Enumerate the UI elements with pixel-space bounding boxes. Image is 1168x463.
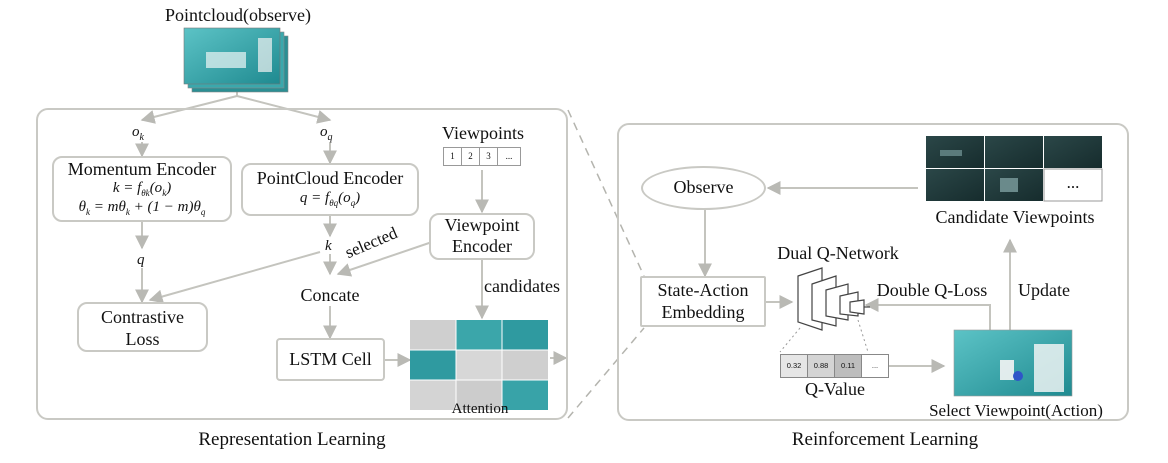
update-label: Update — [1018, 280, 1070, 300]
viewpoint-cells: 1 2 3 ... — [443, 147, 521, 166]
contrastive-line2: Loss — [125, 329, 160, 349]
momentum-equation-1: k = fθk(ok) — [112, 180, 172, 198]
concate-label: Concate — [300, 285, 360, 305]
attention-grid — [410, 320, 548, 410]
viewpoint-encoder-box — [429, 213, 535, 260]
momentum-encoder-title: Momentum Encoder — [67, 159, 217, 179]
viewpoint-cell: 1 — [444, 148, 462, 165]
dual-q-network-label: Dual Q-Network — [777, 243, 899, 263]
state-action-line1: State-Action — [657, 280, 749, 300]
candidate-grid — [926, 136, 1103, 202]
contrastive-line1: Contrastive — [101, 307, 184, 327]
k-label: k — [325, 238, 332, 254]
oq-label: oq — [320, 124, 333, 143]
attention-label: Attention — [451, 401, 509, 417]
double-q-loss-label: Double Q-Loss — [876, 280, 988, 300]
dual-q-network-shape — [797, 267, 870, 331]
momentum-encoder-box — [52, 156, 232, 222]
q-value-cell: 0.11 — [835, 355, 862, 377]
lstm-cell-label: LSTM Cell — [289, 349, 372, 369]
candidate-more: ... — [1066, 173, 1080, 192]
viewpoints-title: Viewpoints — [442, 123, 524, 143]
reinforcement-learning-caption: Reinforcement Learning — [791, 429, 979, 450]
representation-learning-panel — [36, 108, 568, 420]
candidate-viewpoints-label: Candidate Viewpoints — [935, 207, 1095, 227]
state-action-embedding-box — [640, 276, 766, 327]
ok-label: ok — [132, 124, 144, 143]
viewpoint-cell: 2 — [462, 148, 480, 165]
pointcloud-label: Pointcloud(observe) — [165, 5, 311, 25]
pointcloud-image-stack — [183, 27, 289, 93]
select-viewpoint-label: Select Viewpoint(Action) — [929, 401, 1103, 420]
q-value-cells: 0.32 0.88 0.11 ... — [780, 354, 889, 378]
observe-ellipse — [641, 166, 766, 210]
q-value-cell: 0.88 — [808, 355, 835, 377]
contrastive-loss-box — [77, 302, 208, 352]
lstm-cell-box — [276, 338, 385, 381]
viewpoint-encoder-line2: Encoder — [452, 236, 512, 256]
observe-label: Observe — [673, 177, 734, 197]
q-value-cell: ... — [862, 355, 888, 377]
viewpoint-encoder-line1: Viewpoint — [444, 215, 520, 235]
state-action-line2: Embedding — [661, 302, 745, 322]
candidates-label: candidates — [484, 276, 560, 296]
viewpoint-cell: ... — [505, 151, 513, 161]
pointcloud-encoder-title: PointCloud Encoder — [256, 168, 404, 188]
pointcloud-encoder-box — [241, 163, 419, 216]
representation-learning-caption: Representation Learning — [198, 429, 386, 450]
viewpoint-cell: 3 — [480, 148, 498, 165]
q-value-label: Q-Value — [805, 379, 865, 399]
select-viewpoint-image — [953, 329, 1073, 397]
reinforcement-learning-panel — [617, 123, 1129, 421]
q-value-cell: 0.32 — [781, 355, 808, 377]
momentum-equation-2: θk = mθk + (1 − m)θq — [78, 199, 206, 217]
pointcloud-encoder-equation: q = fθq(oq) — [299, 190, 361, 208]
q-label: q — [137, 252, 145, 268]
